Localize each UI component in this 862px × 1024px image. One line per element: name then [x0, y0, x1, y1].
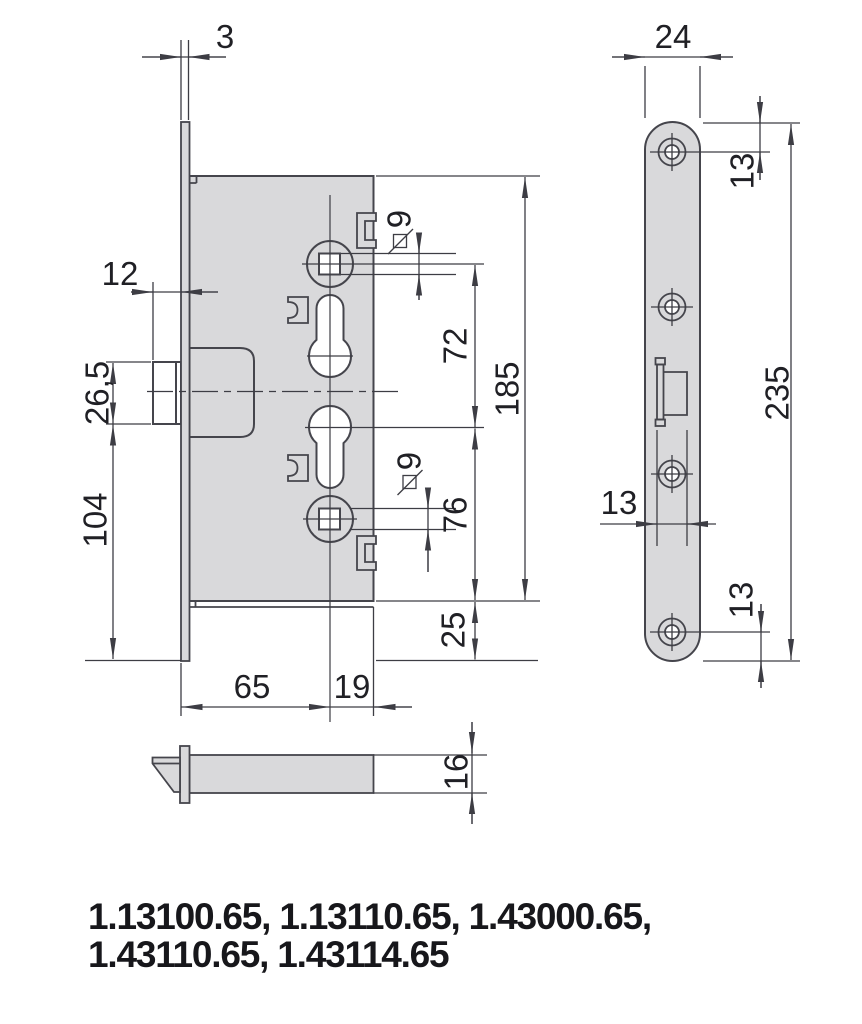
dim-cylinder-to-case-bottom: 76 [437, 497, 474, 534]
hole-center-ticks [302, 263, 484, 520]
latch-window [654, 357, 688, 427]
top-fixing-clip [356, 212, 377, 249]
case-bottom-flange [189, 601, 374, 608]
center-lines [147, 195, 484, 722]
dim-spindle-square-bottom: 9 [391, 452, 428, 470]
bottom-fixing-clip [356, 535, 377, 571]
dim-plate-end-to-hole-top: 13 [724, 153, 761, 190]
upper-spring-bracket [287, 296, 309, 324]
dim-case-bottom-to-plate-end: 25 [435, 612, 472, 649]
bottom-view [151, 745, 375, 804]
dim-latch-projection: 12 [102, 255, 139, 292]
dim-plate-length: 235 [759, 365, 796, 420]
dim-center-to-case-back: 19 [334, 668, 371, 705]
case-bottom-profile [188, 754, 375, 794]
dimension-labels: 3 24 12 65 19 13 26,5 104 72 185 76 25 1… [77, 18, 796, 790]
part-codes-line1: 1.13100.65, 1.13110.65, 1.43000.65, [88, 896, 651, 937]
faceplate-view [644, 121, 701, 662]
dim-latch-to-plate-end: 104 [77, 492, 114, 547]
part-codes: 1.13100.65, 1.13110.65, 1.43000.65, 1.43… [88, 896, 652, 975]
dim-case-height: 185 [489, 361, 526, 416]
square-symbol-icon [387, 228, 414, 255]
dim-spindle-square-top: 9 [381, 210, 418, 228]
dim-backset: 65 [234, 668, 271, 705]
extension-lines [85, 40, 800, 794]
dim-plate-end-to-hole-bottom: 13 [723, 582, 760, 619]
dim-faceplate-thickness: 3 [216, 18, 234, 55]
faceplate-bottom-profile [179, 745, 191, 804]
square-symbol-icon [397, 469, 423, 496]
case-top-notch [189, 176, 198, 184]
latch-bevel-profile [151, 756, 181, 793]
part-codes-line2: 1.43110.65, 1.43114.65 [88, 934, 449, 975]
dim-latch-window-width: 13 [601, 484, 638, 521]
dim-latch-height: 26,5 [79, 361, 116, 425]
latch-body-outline [189, 347, 255, 438]
faceplate [644, 121, 701, 662]
front-view [152, 121, 377, 662]
dim-handle-to-cylinder: 72 [437, 328, 474, 365]
dim-case-thickness: 16 [438, 754, 475, 791]
lock-case [188, 175, 375, 602]
dim-plate-width: 24 [655, 18, 692, 55]
lower-spring-bracket [287, 454, 309, 482]
dimension-lines [109, 53, 795, 824]
